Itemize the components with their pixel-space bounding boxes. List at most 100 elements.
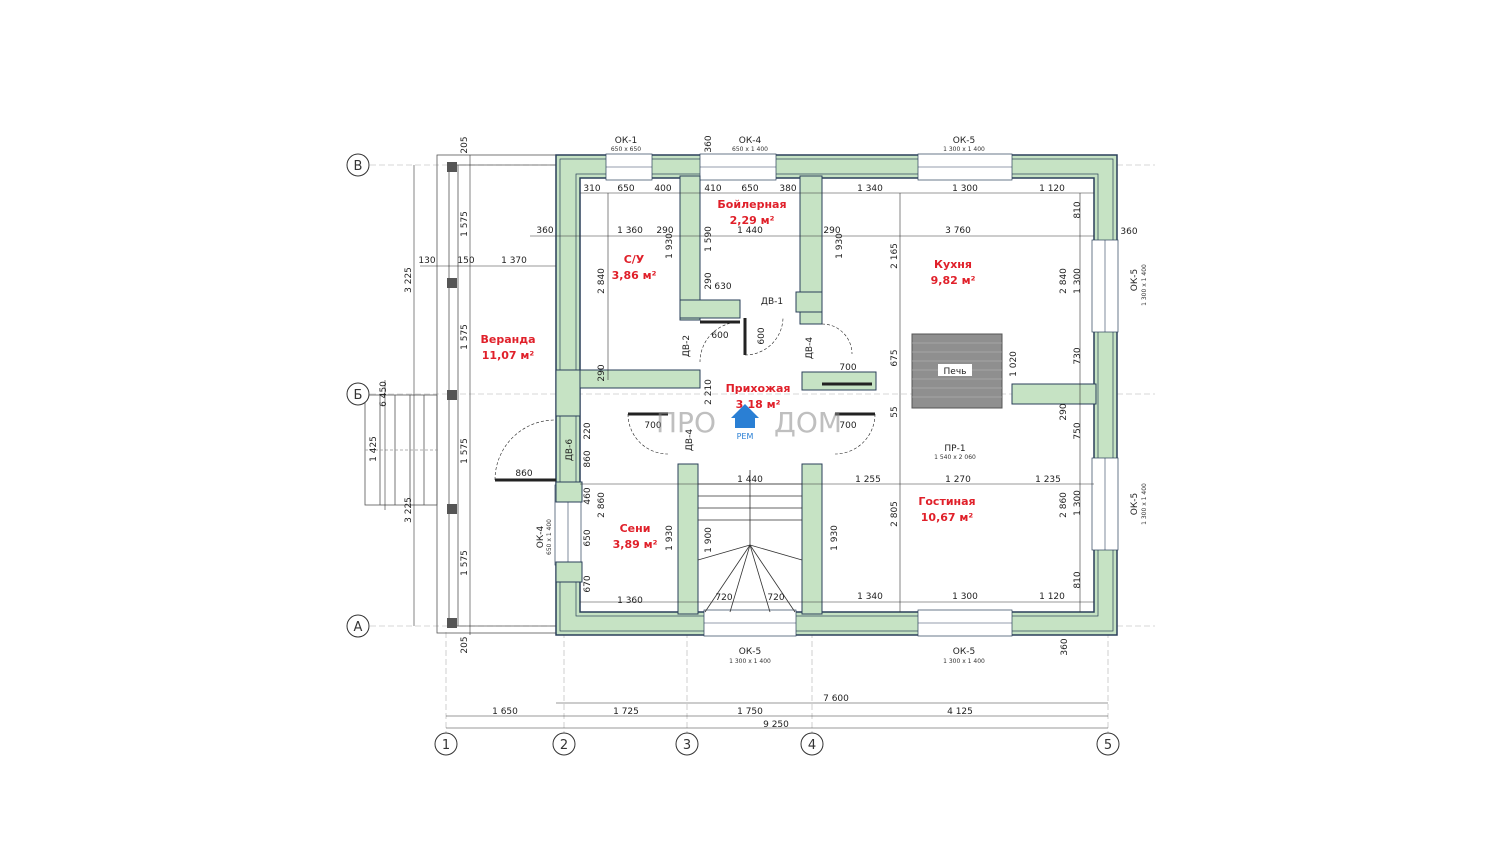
dim-600-a: 600 xyxy=(711,331,728,341)
watermark-left: ПРО xyxy=(656,406,716,439)
dim-630: 630 xyxy=(714,282,731,292)
room-bath-area: 3,86 м² xyxy=(612,269,657,282)
dim-730: 730 xyxy=(1073,347,1083,364)
window-ok5-top-size: 1 300 x 1 400 xyxy=(943,146,985,153)
dim-1575-d: 1 575 xyxy=(460,550,470,576)
dim-3760: 3 760 xyxy=(945,226,971,236)
dim-360-right: 360 xyxy=(1120,227,1137,237)
dim-675: 675 xyxy=(890,349,900,366)
dim-9250: 9 250 xyxy=(763,720,789,730)
axis-col-2: 2 xyxy=(560,738,568,753)
dim-1930-d: 1 930 xyxy=(830,525,840,551)
opening-size: 1 540 x 2 060 xyxy=(934,454,976,461)
dim-750: 750 xyxy=(1073,422,1083,439)
dim-1020: 1 020 xyxy=(1009,351,1019,377)
room-veranda-area: 11,07 м² xyxy=(482,349,535,362)
dim-1360-top: 1 360 xyxy=(617,226,643,236)
door-dv4-upper: ДВ-4 xyxy=(805,337,815,359)
dim-810-top: 810 xyxy=(1073,201,1083,218)
dim-460: 460 xyxy=(583,487,593,504)
dim-55: 55 xyxy=(890,406,900,417)
window-ok4-size: 650 x 1 400 xyxy=(732,146,768,153)
dim-1120-bottom: 1 120 xyxy=(1039,592,1065,602)
dim-1900: 1 900 xyxy=(704,527,714,553)
axis-col-1: 1 xyxy=(442,738,450,753)
watermark-logo: ПРО РЕМ ДОМ xyxy=(656,404,842,441)
doors xyxy=(494,317,876,482)
dim-1750: 1 750 xyxy=(737,707,763,717)
dim-205-top: 205 xyxy=(460,136,470,153)
window-ok1-name: ОК-1 xyxy=(615,136,637,146)
dim-150: 150 xyxy=(457,256,474,266)
dimension-lines xyxy=(384,155,1108,729)
dim-290-e: 290 xyxy=(1059,403,1069,420)
veranda-posts xyxy=(447,162,457,628)
room-bath-name: С/У xyxy=(624,253,645,266)
dim-4125: 4 125 xyxy=(947,707,973,717)
dim-2165: 2 165 xyxy=(890,243,900,269)
door-dv1: ДВ-1 xyxy=(761,297,783,307)
window-ok4-name: ОК-4 xyxy=(739,136,762,146)
dim-1930-c: 1 930 xyxy=(665,525,675,551)
dim-2210: 2 210 xyxy=(704,379,714,405)
dim-720-b: 720 xyxy=(767,593,784,603)
dim-1235: 1 235 xyxy=(1035,475,1061,485)
dim-1575-b: 1 575 xyxy=(460,324,470,350)
window-ok5-right-top-name: ОК-5 xyxy=(1130,269,1140,291)
room-veranda-name: Веранда xyxy=(480,333,535,346)
window-ok4-left-size: 650 x 1 400 xyxy=(546,519,553,555)
dim-360-left: 360 xyxy=(536,226,553,236)
window-ok5-right-bottom-name: ОК-5 xyxy=(1130,493,1140,515)
axis-lines xyxy=(370,164,1155,735)
room-seni-name: Сени xyxy=(620,522,651,535)
dim-1440-top: 1 440 xyxy=(737,226,763,236)
dim-2805: 2 805 xyxy=(890,501,900,527)
dim-1425: 1 425 xyxy=(369,436,379,462)
entrance-steps xyxy=(364,394,440,506)
room-seni-area: 3,89 м² xyxy=(613,538,658,551)
room-hall-name: Прихожая xyxy=(726,382,791,395)
dim-1440-bottom: 1 440 xyxy=(737,475,763,485)
dim-360-bottom: 360 xyxy=(1060,638,1070,655)
room-living-name: Гостиная xyxy=(918,495,975,508)
dim-1270: 1 270 xyxy=(945,475,971,485)
axis-col-4: 4 xyxy=(808,738,816,753)
window-ok5-top-name: ОК-5 xyxy=(953,136,975,146)
window-labels: ОК-1 650 x 650 ОК-4 650 x 1 400 ОК-5 1 3… xyxy=(536,136,1148,665)
stove: Печь xyxy=(911,333,1003,409)
room-boiler-area: 2,29 м² xyxy=(730,214,775,227)
dim-1575-a: 1 575 xyxy=(460,211,470,237)
window-ok1-size: 650 x 650 xyxy=(611,146,641,153)
dim-2860-right: 2 860 xyxy=(1059,492,1069,518)
watermark-right: ДОМ xyxy=(774,406,842,439)
dim-650-c: 650 xyxy=(583,529,593,546)
dim-3225-b: 3 225 xyxy=(404,497,414,523)
door-dv2: ДВ-2 xyxy=(682,335,692,357)
room-boiler-name: Бойлерная xyxy=(717,198,786,211)
dim-1575-c: 1 575 xyxy=(460,438,470,464)
dim-1360-bottom: 1 360 xyxy=(617,596,643,606)
axis-col-5: 5 xyxy=(1104,738,1112,753)
dim-1340-bottom: 1 340 xyxy=(857,592,883,602)
house-icon xyxy=(731,404,759,428)
dim-1255: 1 255 xyxy=(855,475,881,485)
dim-360-top: 360 xyxy=(704,135,714,152)
dim-1650: 1 650 xyxy=(492,707,518,717)
window-ok5-right-top-size: 1 300 x 1 400 xyxy=(1141,264,1148,306)
dim-310: 310 xyxy=(583,184,600,194)
window-ok5-bl-name: ОК-5 xyxy=(739,647,761,657)
window-ok5-right-bottom-size: 1 300 x 1 400 xyxy=(1141,483,1148,525)
dim-860-h: 860 xyxy=(515,469,532,479)
dim-600-b: 600 xyxy=(757,327,767,344)
dim-290-a: 290 xyxy=(656,226,673,236)
axis-col-3: 3 xyxy=(683,738,691,753)
dim-1370: 1 370 xyxy=(501,256,527,266)
dim-720-a: 720 xyxy=(715,593,732,603)
room-labels: Бойлерная 2,29 м² С/У 3,86 м² Кухня 9,82… xyxy=(480,198,975,551)
window-ok5-bl-size: 1 300 x 1 400 xyxy=(729,658,771,665)
dim-700-a: 700 xyxy=(839,363,856,373)
room-kitchen-name: Кухня xyxy=(934,258,972,271)
door-dv4-lower: ДВ-4 xyxy=(685,429,695,451)
window-ok5-br-name: ОК-5 xyxy=(953,647,975,657)
